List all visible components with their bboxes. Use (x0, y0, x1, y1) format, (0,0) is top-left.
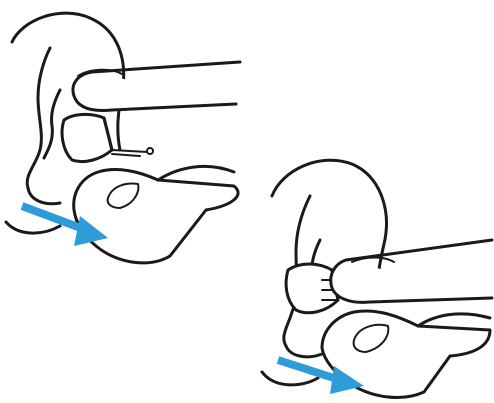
step-1-ear (4, 11, 126, 235)
step-2-hearing-aid (284, 262, 340, 315)
step-2-index-finger (329, 238, 494, 304)
step-2-panel (260, 158, 494, 399)
step-1-thumb (72, 164, 240, 265)
step-1-index-finger (71, 60, 242, 112)
step-1-panel (4, 11, 242, 265)
step-2-pull-arrow (276, 356, 364, 394)
step-1-hearing-aid (60, 112, 154, 164)
step-1-pull-arrow (20, 202, 108, 246)
